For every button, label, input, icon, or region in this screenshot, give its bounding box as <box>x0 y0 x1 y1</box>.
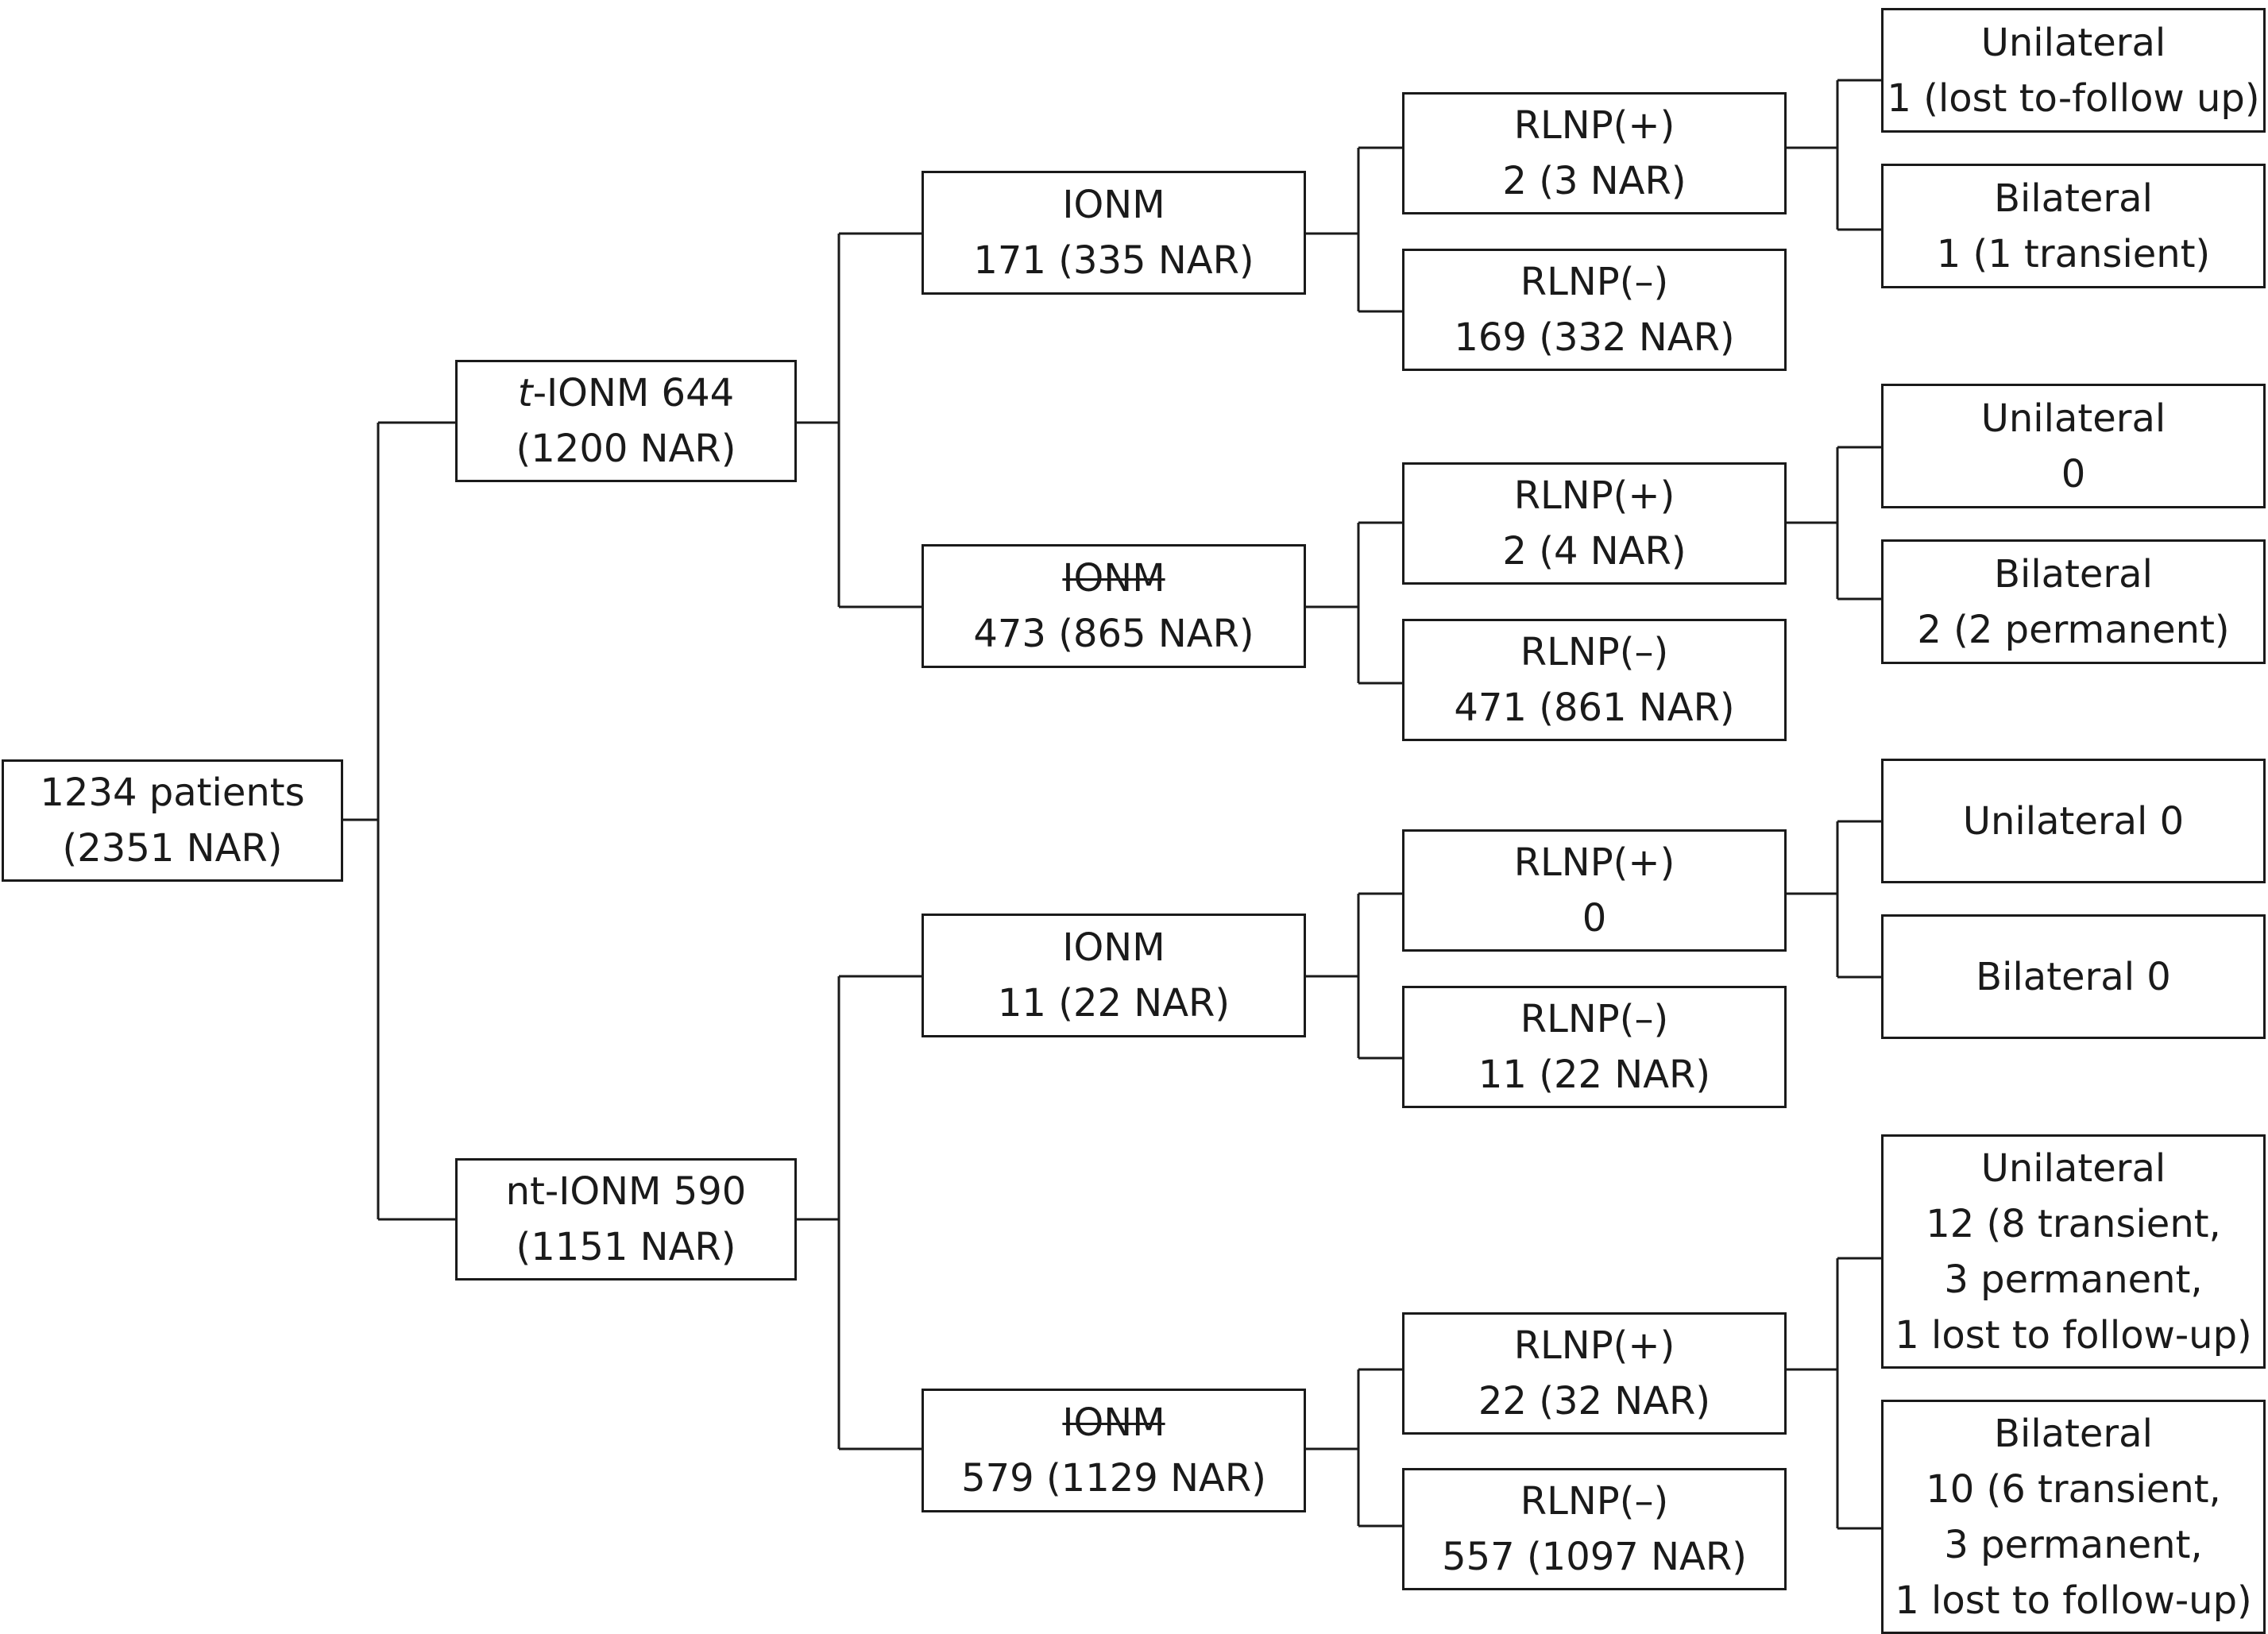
rlnp-count: 11 (22 NAR) <box>1478 1053 1711 1097</box>
unilateral-outcome-node: Unilateral 0 <box>1881 384 2266 508</box>
rlnp-positive-node: RLNP(+) 0 <box>1402 829 1787 952</box>
nt-ionm-nar: (1151 NAR) <box>516 1225 736 1269</box>
t-without-ionm-label: IONM <box>1062 556 1165 601</box>
rlnp-count: 0 <box>1582 896 1607 941</box>
rlnp-negative-node: RLNP(–) 169 (332 NAR) <box>1402 249 1787 371</box>
outcome-detail: 1 (1 transient) <box>1936 231 2211 276</box>
rlnp-label: RLNP(+) <box>1513 473 1675 518</box>
outcome-detail: 1 lost to follow-up) <box>1895 1312 2252 1358</box>
outcome-detail: 10 (6 transient, <box>1926 1466 2221 1512</box>
nt-with-ionm-node: IONM 11 (22 NAR) <box>921 914 1306 1037</box>
bilateral-outcome-node: Bilateral 1 (1 transient) <box>1881 164 2266 288</box>
rlnp-label: RLNP(–) <box>1520 630 1669 674</box>
unilateral-outcome-node: Unilateral 12 (8 transient, 3 permanent,… <box>1881 1134 2266 1369</box>
rlnp-positive-node: RLNP(+) 2 (4 NAR) <box>1402 462 1787 585</box>
outcome-label: Unilateral <box>1980 396 2166 441</box>
rlnp-negative-node: RLNP(–) 471 (861 NAR) <box>1402 619 1787 741</box>
outcome-label: Bilateral <box>1994 1411 2153 1456</box>
outcome-detail: 3 permanent, <box>1944 1257 2203 1302</box>
rlnp-label: RLNP(+) <box>1513 840 1675 885</box>
outcome-label: Unilateral <box>1980 1145 2166 1191</box>
t-with-ionm-node: IONM 171 (335 NAR) <box>921 171 1306 295</box>
t-ionm-nar: (1200 NAR) <box>516 427 736 471</box>
rlnp-count: 471 (861 NAR) <box>1454 686 1735 730</box>
outcome-detail: 12 (8 transient, <box>1926 1201 2221 1246</box>
rlnp-count: 2 (4 NAR) <box>1502 529 1687 574</box>
rlnp-count: 2 (3 NAR) <box>1502 159 1687 203</box>
rlnp-label: RLNP(+) <box>1513 103 1675 148</box>
rlnp-label: RLNP(–) <box>1520 1479 1669 1524</box>
t-without-ionm-node: IONM 473 (865 NAR) <box>921 544 1306 668</box>
t-with-ionm-label: IONM <box>1062 183 1165 227</box>
nt-with-ionm-count: 11 (22 NAR) <box>997 981 1231 1026</box>
root-label: 1234 patients <box>40 771 305 815</box>
rlnp-label: RLNP(–) <box>1520 997 1669 1041</box>
outcome-label: Bilateral <box>1994 551 2153 597</box>
rlnp-negative-node: RLNP(–) 11 (22 NAR) <box>1402 986 1787 1108</box>
nt-with-ionm-label: IONM <box>1062 925 1165 970</box>
rlnp-label: RLNP(+) <box>1513 1323 1675 1368</box>
nt-ionm-node: nt-IONM 590 (1151 NAR) <box>455 1158 797 1281</box>
rlnp-positive-node: RLNP(+) 2 (3 NAR) <box>1402 92 1787 214</box>
outcome-label: Unilateral <box>1980 20 2166 65</box>
rlnp-positive-node: RLNP(+) 22 (32 NAR) <box>1402 1312 1787 1435</box>
unilateral-outcome-node: Unilateral 1 (lost to-follow up) <box>1881 8 2266 133</box>
bilateral-outcome-node: Bilateral 0 <box>1881 914 2266 1039</box>
outcome-label: Bilateral <box>1994 176 2153 221</box>
nt-without-ionm-count: 579 (1129 NAR) <box>961 1456 1266 1501</box>
bilateral-outcome-node: Bilateral 2 (2 permanent) <box>1881 539 2266 664</box>
root-node: 1234 patients (2351 NAR) <box>2 759 343 882</box>
t-without-ionm-count: 473 (865 NAR) <box>973 612 1254 656</box>
outcome-detail: 1 (lost to-follow up) <box>1887 75 2260 121</box>
outcome-detail: 2 (2 permanent) <box>1917 607 2230 652</box>
outcome-detail: 3 permanent, <box>1944 1522 2203 1567</box>
nt-without-ionm-label: IONM <box>1062 1400 1165 1445</box>
rlnp-label: RLNP(–) <box>1520 260 1669 304</box>
rlnp-count: 22 (32 NAR) <box>1478 1379 1711 1423</box>
t-ionm-label: t-IONM 644 <box>518 365 734 421</box>
outcome-detail: 1 lost to follow-up) <box>1895 1578 2252 1623</box>
outcome-label: Unilateral 0 <box>1962 798 2185 844</box>
t-ionm-prefix: t <box>517 371 533 415</box>
rlnp-count: 557 (1097 NAR) <box>1442 1535 1747 1579</box>
outcome-label: Bilateral 0 <box>1976 954 2171 999</box>
outcome-detail: 0 <box>2061 451 2086 496</box>
rlnp-negative-node: RLNP(–) 557 (1097 NAR) <box>1402 1468 1787 1590</box>
unilateral-outcome-node: Unilateral 0 <box>1881 759 2266 883</box>
rlnp-count: 169 (332 NAR) <box>1454 315 1735 360</box>
nt-without-ionm-node: IONM 579 (1129 NAR) <box>921 1389 1306 1512</box>
bilateral-outcome-node: Bilateral 10 (6 transient, 3 permanent, … <box>1881 1400 2266 1634</box>
t-with-ionm-count: 171 (335 NAR) <box>973 238 1254 283</box>
nt-ionm-label: nt-IONM 590 <box>505 1169 747 1214</box>
root-nar: (2351 NAR) <box>62 826 283 871</box>
t-ionm-node: t-IONM 644 (1200 NAR) <box>455 360 797 482</box>
t-ionm-label-rest: -IONM 644 <box>532 371 735 415</box>
